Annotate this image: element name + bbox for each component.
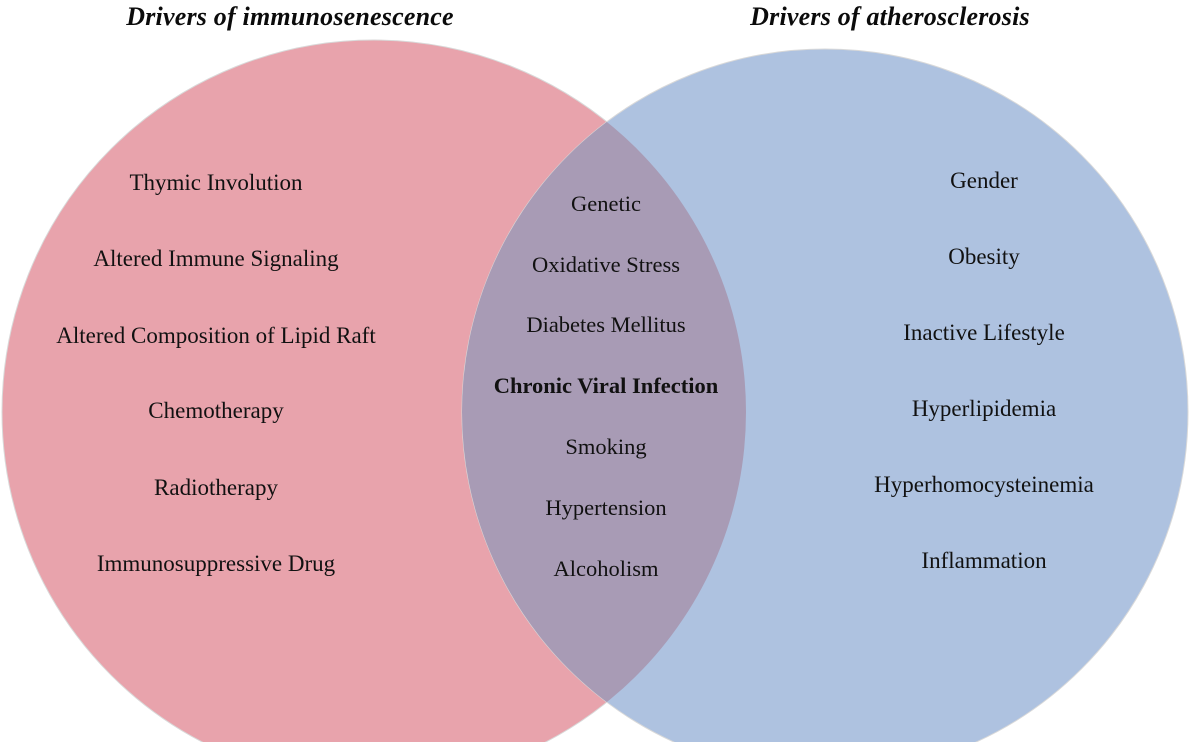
intersection-item-4: Chronic Viral Infection: [493, 373, 719, 398]
intersection-item-6: Hypertension: [545, 495, 667, 520]
intersection-item-5: Smoking: [565, 434, 647, 459]
left-item-6: Immunosuppressive Drug: [96, 551, 336, 576]
intersection-item-3: Diabetes Mellitus: [526, 312, 686, 337]
left-item-2: Altered Immune Signaling: [93, 246, 339, 271]
intersection-item-1: Genetic: [571, 191, 641, 216]
right-item-1: Gender: [950, 168, 1018, 193]
intersection-item-2: Oxidative Stress: [531, 252, 681, 277]
left-item-1: Thymic Involution: [129, 170, 303, 195]
left-item-4: Chemotherapy: [148, 398, 284, 423]
left-item-3: Altered Composition of Lipid Raft: [56, 323, 376, 348]
intersection-item-7: Alcoholism: [553, 556, 659, 581]
right-item-6: Inflammation: [921, 548, 1047, 573]
right-item-3: Inactive Lifestyle: [903, 320, 1065, 345]
right-item-2: Obesity: [948, 244, 1020, 269]
right-item-5: Hyperhomocysteinemia: [874, 472, 1094, 497]
right-item-4: Hyperlipidemia: [911, 396, 1057, 421]
intersection-region[interactable]: [462, 49, 1188, 742]
left-item-5: Radiotherapy: [154, 475, 278, 500]
